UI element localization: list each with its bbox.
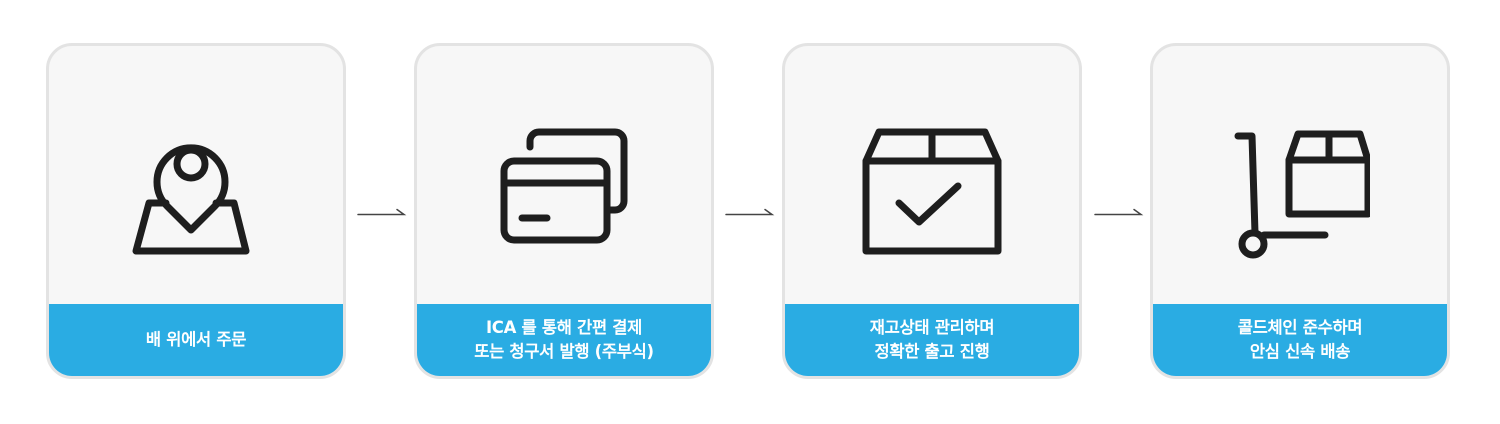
step-caption: 재고상태 관리하며 정확한 출고 진행 bbox=[785, 304, 1079, 376]
caption-line: 재고상태 관리하며 bbox=[869, 318, 995, 337]
step-caption: 배 위에서 주문 bbox=[49, 304, 343, 376]
arrow-right-icon bbox=[1094, 208, 1146, 220]
step-card-order: 배 위에서 주문 bbox=[46, 43, 346, 379]
step-card-delivery: 콜드체인 준수하며 안심 신속 배송 bbox=[1150, 43, 1450, 379]
caption-line: 안심 신속 배송 bbox=[1249, 342, 1351, 361]
caption-line: 또는 청구서 발행 (주부식) bbox=[474, 342, 654, 361]
caption-line: 배 위에서 주문 bbox=[145, 330, 247, 349]
arrow-right-icon bbox=[357, 208, 409, 220]
map-pin-icon bbox=[126, 122, 266, 262]
hand-truck-icon bbox=[1230, 122, 1370, 262]
caption-line: 정확한 출고 진행 bbox=[874, 342, 990, 361]
step-card-payment: ICA 를 통해 간편 결제 또는 청구서 발행 (주부식) bbox=[414, 43, 714, 379]
step-card-release: 재고상태 관리하며 정확한 출고 진행 bbox=[782, 43, 1082, 379]
box-check-icon bbox=[862, 122, 1002, 262]
credit-cards-icon bbox=[494, 122, 634, 262]
caption-line: ICA 를 통해 간편 결제 bbox=[485, 318, 643, 337]
caption-line: 콜드체인 준수하며 bbox=[1237, 318, 1363, 337]
arrow-right-icon bbox=[725, 208, 777, 220]
step-caption: ICA 를 통해 간편 결제 또는 청구서 발행 (주부식) bbox=[417, 304, 711, 376]
step-caption: 콜드체인 준수하며 안심 신속 배송 bbox=[1153, 304, 1447, 376]
